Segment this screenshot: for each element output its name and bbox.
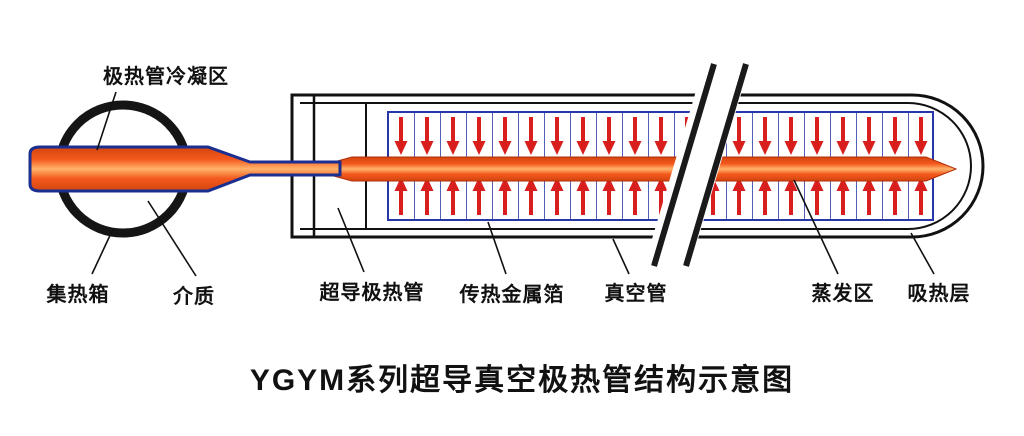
condensation-tube <box>28 145 342 193</box>
absorber-layer-inner-wall <box>300 102 972 230</box>
leader-medium <box>147 200 197 277</box>
leader-foil <box>487 221 507 275</box>
heat-transfer-foil-label: 传热金属箔 <box>459 284 565 306</box>
leader-vacuum-tube <box>612 238 630 275</box>
leader-lines <box>91 91 935 277</box>
vacuum-tube-label: 真空管 <box>604 283 668 305</box>
leader-superconducting <box>337 207 365 273</box>
medium-label: 介质 <box>173 286 215 308</box>
diagram-caption: YGYM系列超导真空极热管结构示意图 <box>249 364 795 397</box>
superconducting-heat-pipe-label: 超导极热管 <box>319 282 425 304</box>
break-slash-right <box>683 63 749 267</box>
condensation-zone-label: 极热管冷凝区 <box>103 66 229 88</box>
heat-absorbing-layer-label: 吸热层 <box>907 283 971 305</box>
leader-condensation-zone <box>96 91 117 151</box>
collector-box-label: 集热箱 <box>46 284 110 306</box>
leader-evaporation-zone <box>793 179 839 275</box>
heat-pipe-core <box>329 156 958 182</box>
break-slash-left <box>651 63 717 267</box>
leader-collector-box <box>91 228 114 275</box>
leader-absorber-layer <box>910 232 935 275</box>
evaporation-zone-label: 蒸发区 <box>811 283 875 305</box>
